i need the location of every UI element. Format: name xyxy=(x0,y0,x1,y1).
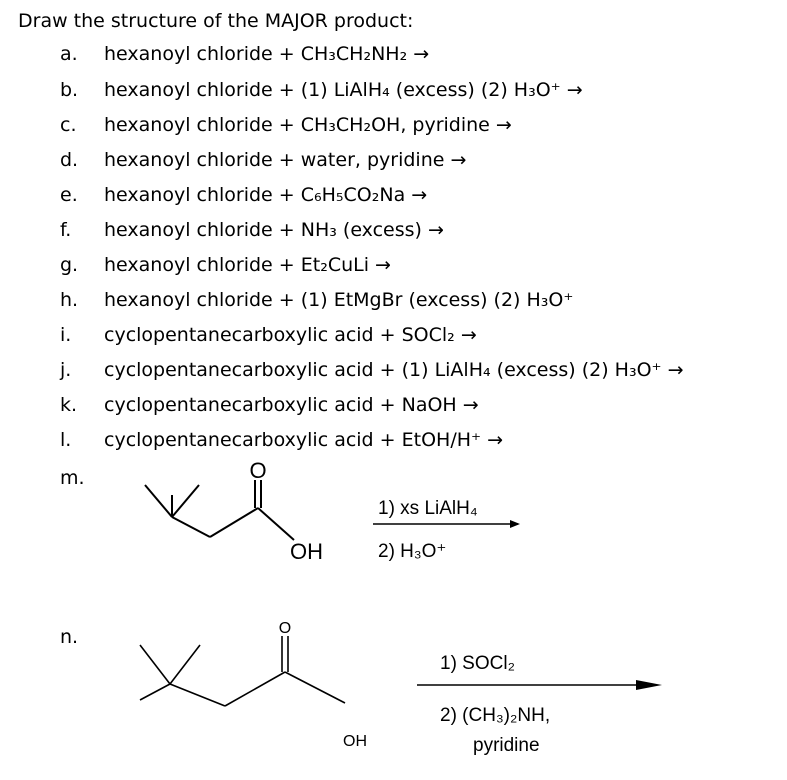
hydroxyl-label: OH xyxy=(343,733,367,750)
bond xyxy=(169,683,226,707)
hydroxyl-label: OH xyxy=(290,539,323,564)
item-text: cyclopentanecarboxylic acid + SOCl₂ → xyxy=(104,324,477,346)
item-text: hexanoyl chloride + (1) LiAlH₄ (excess) … xyxy=(104,79,583,101)
skeletal-structure-m xyxy=(144,480,295,541)
item-l: l. cyclopentanecarboxylic acid + EtOH/H⁺ … xyxy=(60,427,503,453)
carbonyl-oxygen-label: O xyxy=(279,620,291,637)
carbonyl-oxygen-label: O xyxy=(249,458,266,483)
item-h: h. hexanoyl chloride + (1) EtMgBr (excess… xyxy=(60,287,573,313)
bond xyxy=(257,507,295,541)
item-letter: f. xyxy=(60,219,72,241)
question-heading: Draw the structure of the MAJOR product: xyxy=(18,10,414,32)
bond xyxy=(139,683,171,701)
item-text: hexanoyl chloride + Et₂CuLi → xyxy=(104,254,391,276)
item-letter: g. xyxy=(60,254,79,276)
bond xyxy=(284,671,346,704)
item-a: a. hexanoyl chloride + CH₃CH₂NH₂ → xyxy=(60,41,429,67)
reagent-n-2: 2) (CH₃)₂NH, xyxy=(440,705,550,726)
item-letter: e. xyxy=(60,184,78,206)
item-e: e. hexanoyl chloride + C₆H₅CO₂Na → xyxy=(60,182,427,208)
item-letter: k. xyxy=(60,394,78,416)
reagent-n-1: 1) SOCl₂ xyxy=(440,653,515,674)
item-text: cyclopentanecarboxylic acid + (1) LiAlH₄… xyxy=(104,359,684,381)
item-f: f. hexanoyl chloride + NH₃ (excess) → xyxy=(60,217,444,243)
bond xyxy=(171,516,211,538)
reagent-m-1: 1) xs LiAlH₄ xyxy=(378,498,478,519)
item-text: hexanoyl chloride + NH₃ (excess) → xyxy=(104,219,444,241)
item-k: k. cyclopentanecarboxylic acid + NaOH → xyxy=(60,392,479,418)
bond xyxy=(169,644,201,685)
bond xyxy=(171,484,200,518)
item-letter: h. xyxy=(60,289,79,311)
bond xyxy=(224,671,286,707)
item-g: g. hexanoyl chloride + Et₂CuLi → xyxy=(60,252,391,278)
bond xyxy=(139,644,171,685)
item-text: hexanoyl chloride + C₆H₅CO₂Na → xyxy=(104,184,428,206)
item-text: hexanoyl chloride + (1) EtMgBr (excess) … xyxy=(104,289,574,311)
bond xyxy=(209,507,259,538)
item-j: j. cyclopentanecarboxylic acid + (1) LiAl… xyxy=(60,357,684,383)
item-c: c. hexanoyl chloride + CH₃CH₂OH, pyridine… xyxy=(60,112,512,138)
reagent-m-2: 2) H₃O⁺ xyxy=(378,541,446,562)
item-letter: b. xyxy=(60,79,79,101)
item-letter: j. xyxy=(60,359,72,381)
arrowhead-n xyxy=(636,680,662,690)
item-letter: i. xyxy=(60,324,72,346)
item-text: cyclopentanecarboxylic acid + EtOH/H⁺ → xyxy=(104,429,503,451)
item-letter: c. xyxy=(60,114,77,136)
item-text: cyclopentanecarboxylic acid + NaOH → xyxy=(104,394,479,416)
item-letter: a. xyxy=(60,43,78,65)
item-i: i. cyclopentanecarboxylic acid + SOCl₂ → xyxy=(60,322,477,348)
skeletal-structure-n xyxy=(139,636,346,707)
item-letter: d. xyxy=(60,149,79,171)
item-m-letter: m. xyxy=(60,467,85,489)
reagent-n-3: pyridine xyxy=(473,735,540,756)
item-text: hexanoyl chloride + CH₃CH₂NH₂ → xyxy=(104,43,430,65)
item-n-letter: n. xyxy=(60,626,79,648)
item-text: hexanoyl chloride + water, pyridine → xyxy=(104,149,467,171)
item-text: hexanoyl chloride + CH₃CH₂OH, pyridine → xyxy=(104,114,512,136)
item-b: b. hexanoyl chloride + (1) LiAlH₄ (excess… xyxy=(60,77,583,103)
arrowhead-m xyxy=(510,520,520,528)
item-letter: l. xyxy=(60,429,72,451)
item-d: d. hexanoyl chloride + water, pyridine → xyxy=(60,147,466,173)
bond xyxy=(144,484,173,518)
